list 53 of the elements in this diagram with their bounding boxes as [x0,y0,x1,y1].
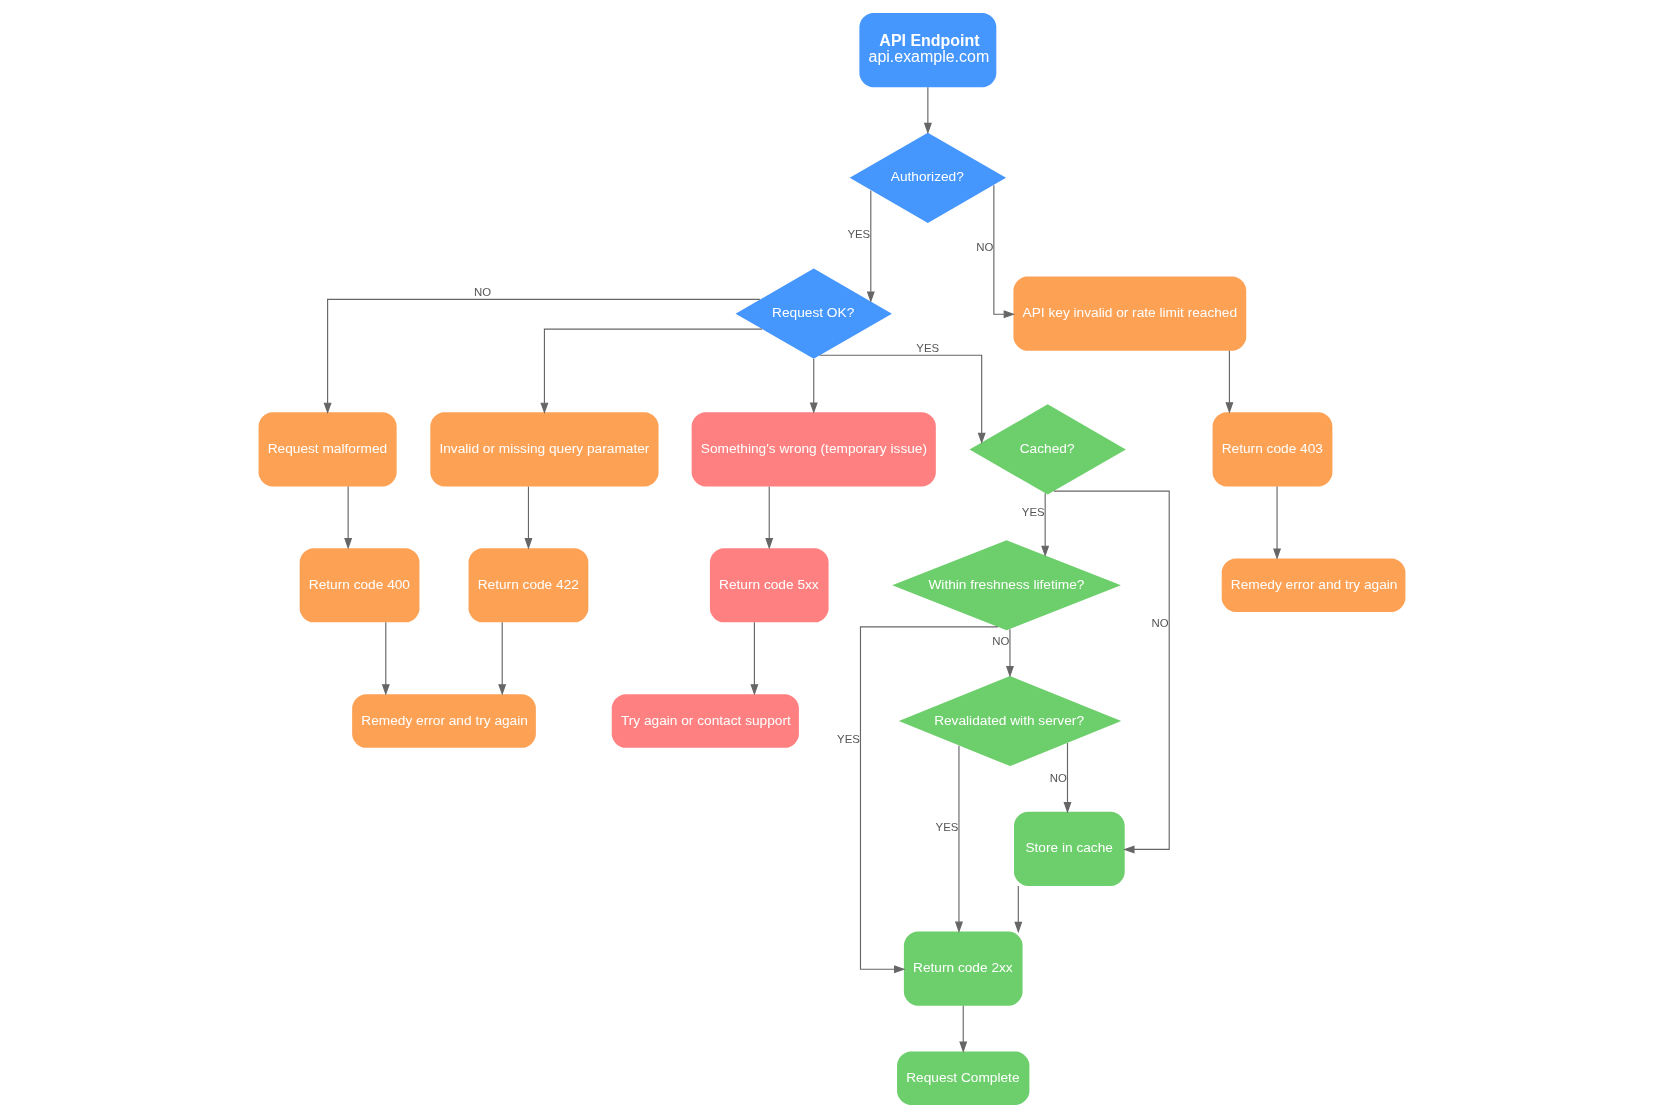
node-diamond: Revalidated with server? [898,675,1121,767]
edge-label: NO [991,634,1009,647]
arrow [1224,350,1233,414]
node-box: API key invalid or rate limit reached [1012,276,1246,351]
edge-label: NO [473,285,491,298]
arrow [818,354,986,445]
node-box: Return code 403 [1212,412,1332,487]
arrow [764,486,773,550]
arrow [923,86,932,135]
node-box: Return code 5xx [709,548,829,623]
node-box: Return code 422 [468,548,588,623]
arrow [809,358,818,414]
arrow [1272,486,1281,560]
arrow [1063,742,1071,814]
node-diamond: Within freshness lifetime? [891,540,1121,631]
node-box: Request malformed [258,412,397,487]
arrow [523,486,532,550]
edge-label: NO [1049,771,1067,784]
arrow [954,745,963,934]
node-diamond: Cached? [969,404,1126,495]
arrow [866,189,875,303]
node-diamond: Request OK? [735,268,892,359]
arrow [1005,628,1014,678]
arrow [539,328,763,415]
node-box: API Endpoint api.example.com [858,12,996,88]
edge-label: YES [846,227,870,240]
arrow [343,486,352,550]
node-box: Return code 400 [299,548,419,623]
edge-label: YES [836,733,860,746]
edge-label: YES [935,820,958,833]
arrow [381,621,390,696]
node-box: Request Complete [896,1051,1029,1106]
arrow [1040,492,1049,558]
node-box: Remedy error and try again [351,694,536,748]
node-box: Return code 2xx [903,931,1023,1006]
node-box: Something's wrong (temporary issue) [691,412,936,487]
arrow [749,621,758,696]
arrow [958,1005,967,1053]
edge-label: NO [1151,616,1169,629]
arrow [992,184,1015,319]
arrow [497,621,506,696]
edge-label: YES [1021,506,1045,519]
node-diamond: Authorized? [849,132,1006,223]
arrow [1052,490,1170,854]
arrow [1013,885,1022,934]
edge-label: NO [975,241,993,254]
edge-label: YES [915,341,939,354]
node-box: Remedy error and try again [1221,558,1405,613]
arrow [859,626,998,974]
node-box: Invalid or missing query paramater [429,412,659,487]
arrow [323,298,760,415]
node-box: Store in cache [1013,811,1125,886]
node-box: Try again or contact support [611,694,799,748]
